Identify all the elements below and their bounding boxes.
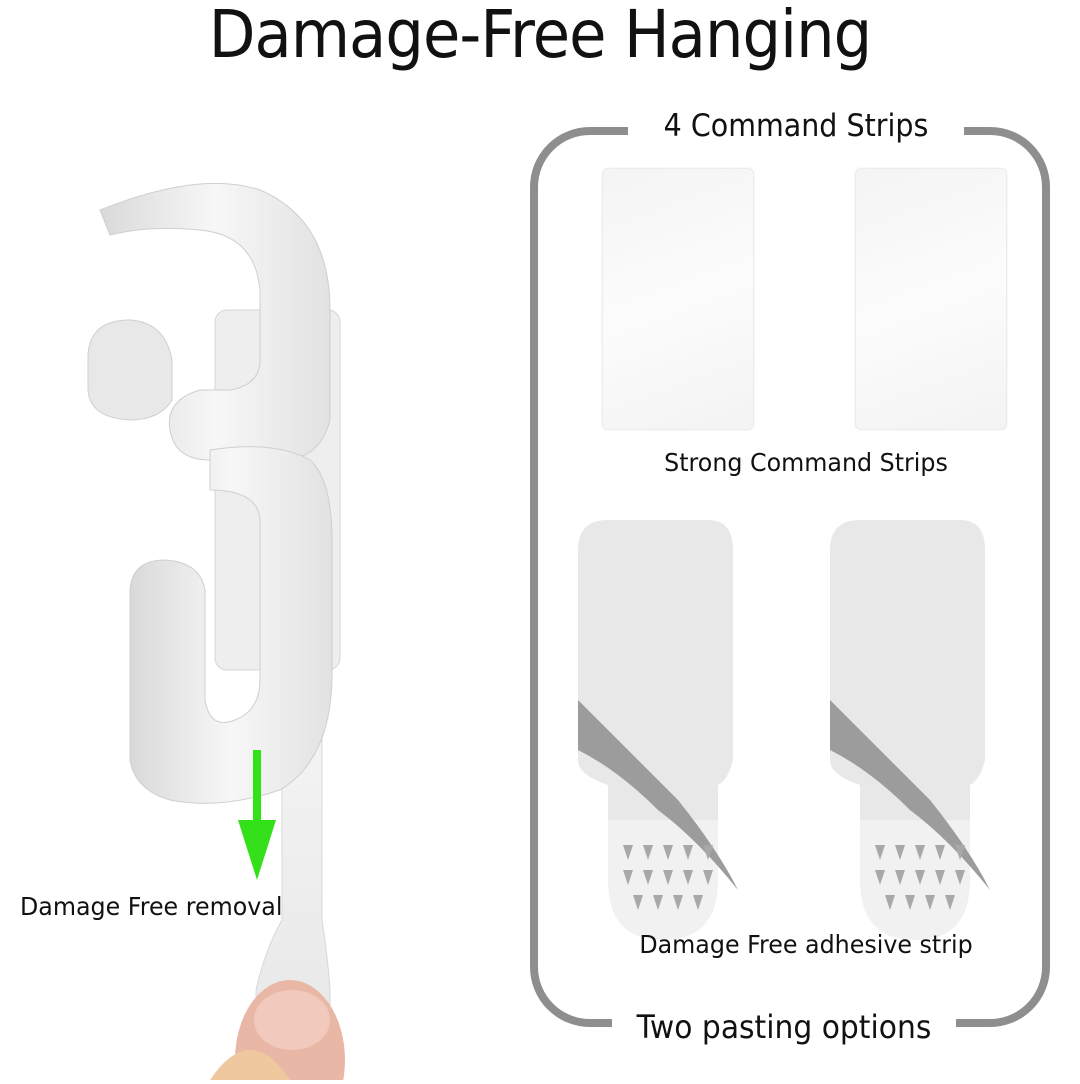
adhesive-strips-label: Damage Free adhesive strip [639,930,973,959]
strong-strip-1 [602,168,754,430]
frame-top-label: 4 Command Strips [663,108,929,144]
hook-illustration [60,160,380,1084]
strong-strips-label: Strong Command Strips [664,448,948,477]
adhesive-strip-1 [578,520,738,940]
arrow-shaft [253,750,261,830]
removal-label: Damage Free removal [20,892,283,921]
page-title: Damage-Free Hanging [208,0,873,73]
hook-icon [87,182,345,1084]
frame-bottom-label: Two pasting options [636,1008,932,1046]
strong-strip-2 [855,168,1007,430]
arrow-down-icon [238,820,276,880]
adhesive-strip-2 [830,520,990,940]
